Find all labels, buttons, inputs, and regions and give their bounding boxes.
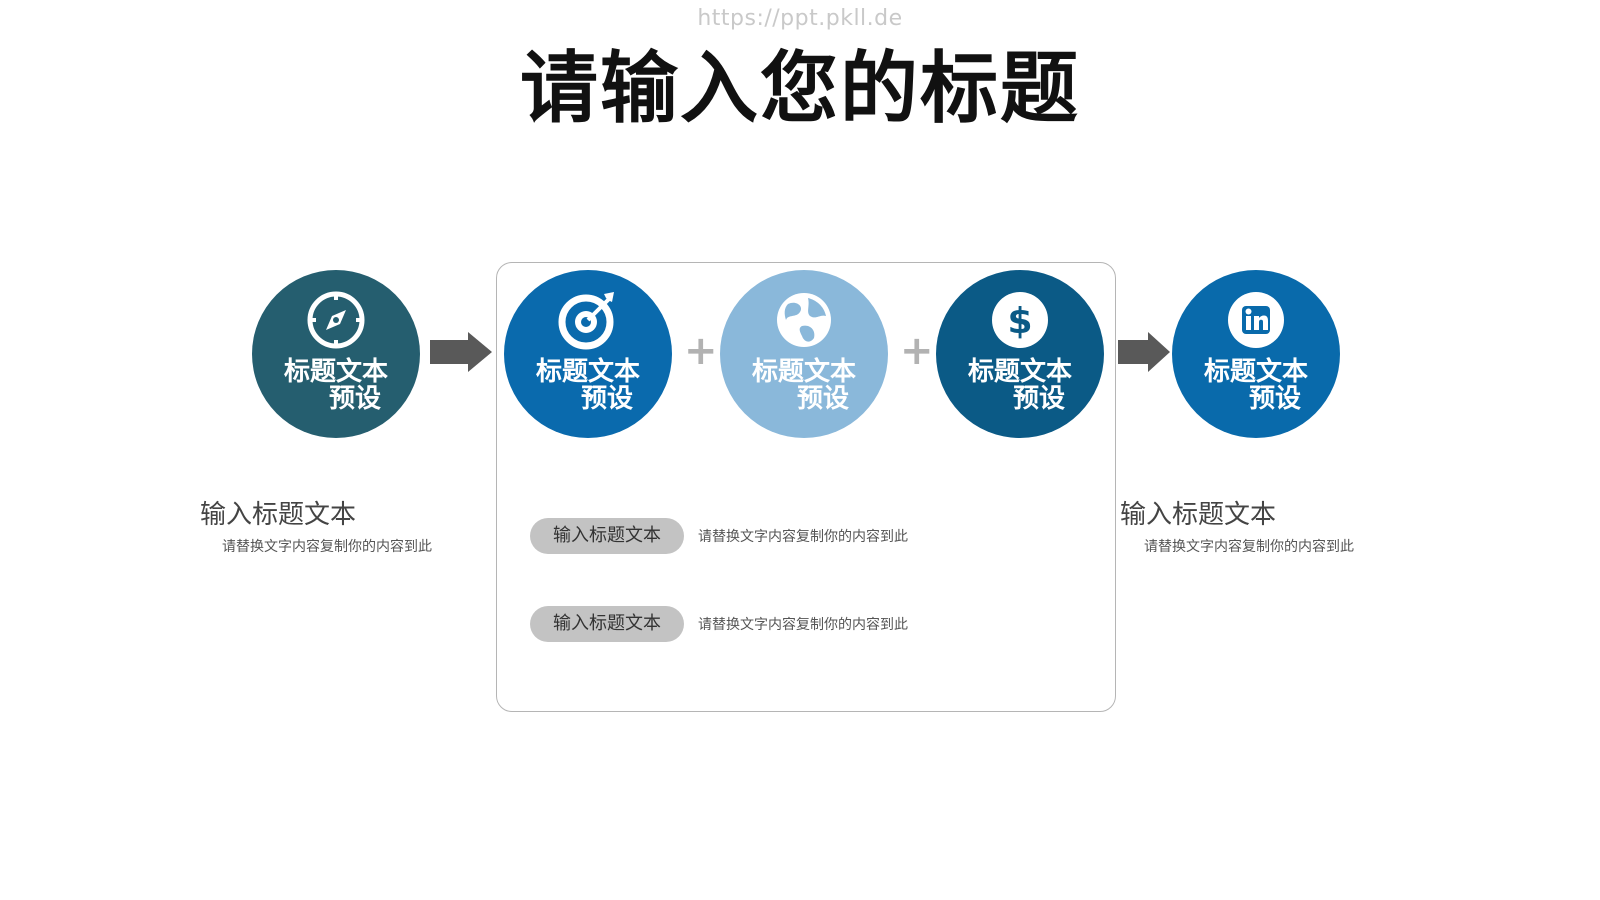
step-circle-4: $ 标题文本 预设 — [936, 270, 1104, 438]
step-circle-5: 标题文本 预设 — [1172, 270, 1340, 438]
svg-text:$: $ — [1007, 301, 1032, 342]
step-circle-4-line2: 预设 — [1012, 384, 1065, 414]
step-circle-2-line2: 预设 — [580, 384, 633, 414]
plus-icon: + — [900, 328, 934, 374]
step-circle-1-line1: 标题文本 — [283, 357, 388, 387]
step-circle-3: 标题文本 预设 — [720, 270, 888, 438]
arrow-right-icon — [1118, 332, 1170, 372]
step-circle-5-line1: 标题文本 — [1203, 357, 1308, 387]
left-block-desc: 请替换文字内容复制你的内容到此 — [222, 539, 432, 555]
step-circle-2: 标题文本 预设 — [504, 270, 672, 438]
panel-item-2-desc: 请替换文字内容复制你的内容到此 — [698, 617, 908, 633]
step-circle-2-line1: 标题文本 — [535, 357, 640, 387]
left-block-title: 输入标题文本 — [200, 500, 357, 530]
panel-item-1-desc: 请替换文字内容复制你的内容到此 — [698, 529, 908, 545]
globe-icon — [777, 293, 831, 347]
step-circle-4-line1: 标题文本 — [967, 357, 1072, 387]
step-circle-3-line2: 预设 — [796, 384, 849, 414]
step-circle-1-line2: 预设 — [328, 384, 381, 414]
linkedin-icon — [1228, 292, 1284, 348]
target-icon — [558, 292, 614, 350]
dollar-icon: $ — [992, 292, 1048, 348]
page-title: 请输入您的标题 — [519, 44, 1080, 134]
compass-icon — [307, 291, 365, 349]
panel-item-1-pill: 输入标题文本 — [530, 518, 684, 554]
arrow-right-icon — [430, 332, 492, 372]
right-block-title: 输入标题文本 — [1120, 500, 1277, 530]
step-circle-5-line2: 预设 — [1248, 384, 1301, 414]
plus-icon: + — [684, 328, 718, 374]
step-circle-1: 标题文本 预设 — [252, 270, 420, 438]
step-circle-3-line1: 标题文本 — [751, 357, 856, 387]
panel-item-2-pill: 输入标题文本 — [530, 606, 684, 642]
watermark: https://ppt.pkll.de — [697, 6, 903, 31]
right-block-desc: 请替换文字内容复制你的内容到此 — [1144, 539, 1354, 555]
